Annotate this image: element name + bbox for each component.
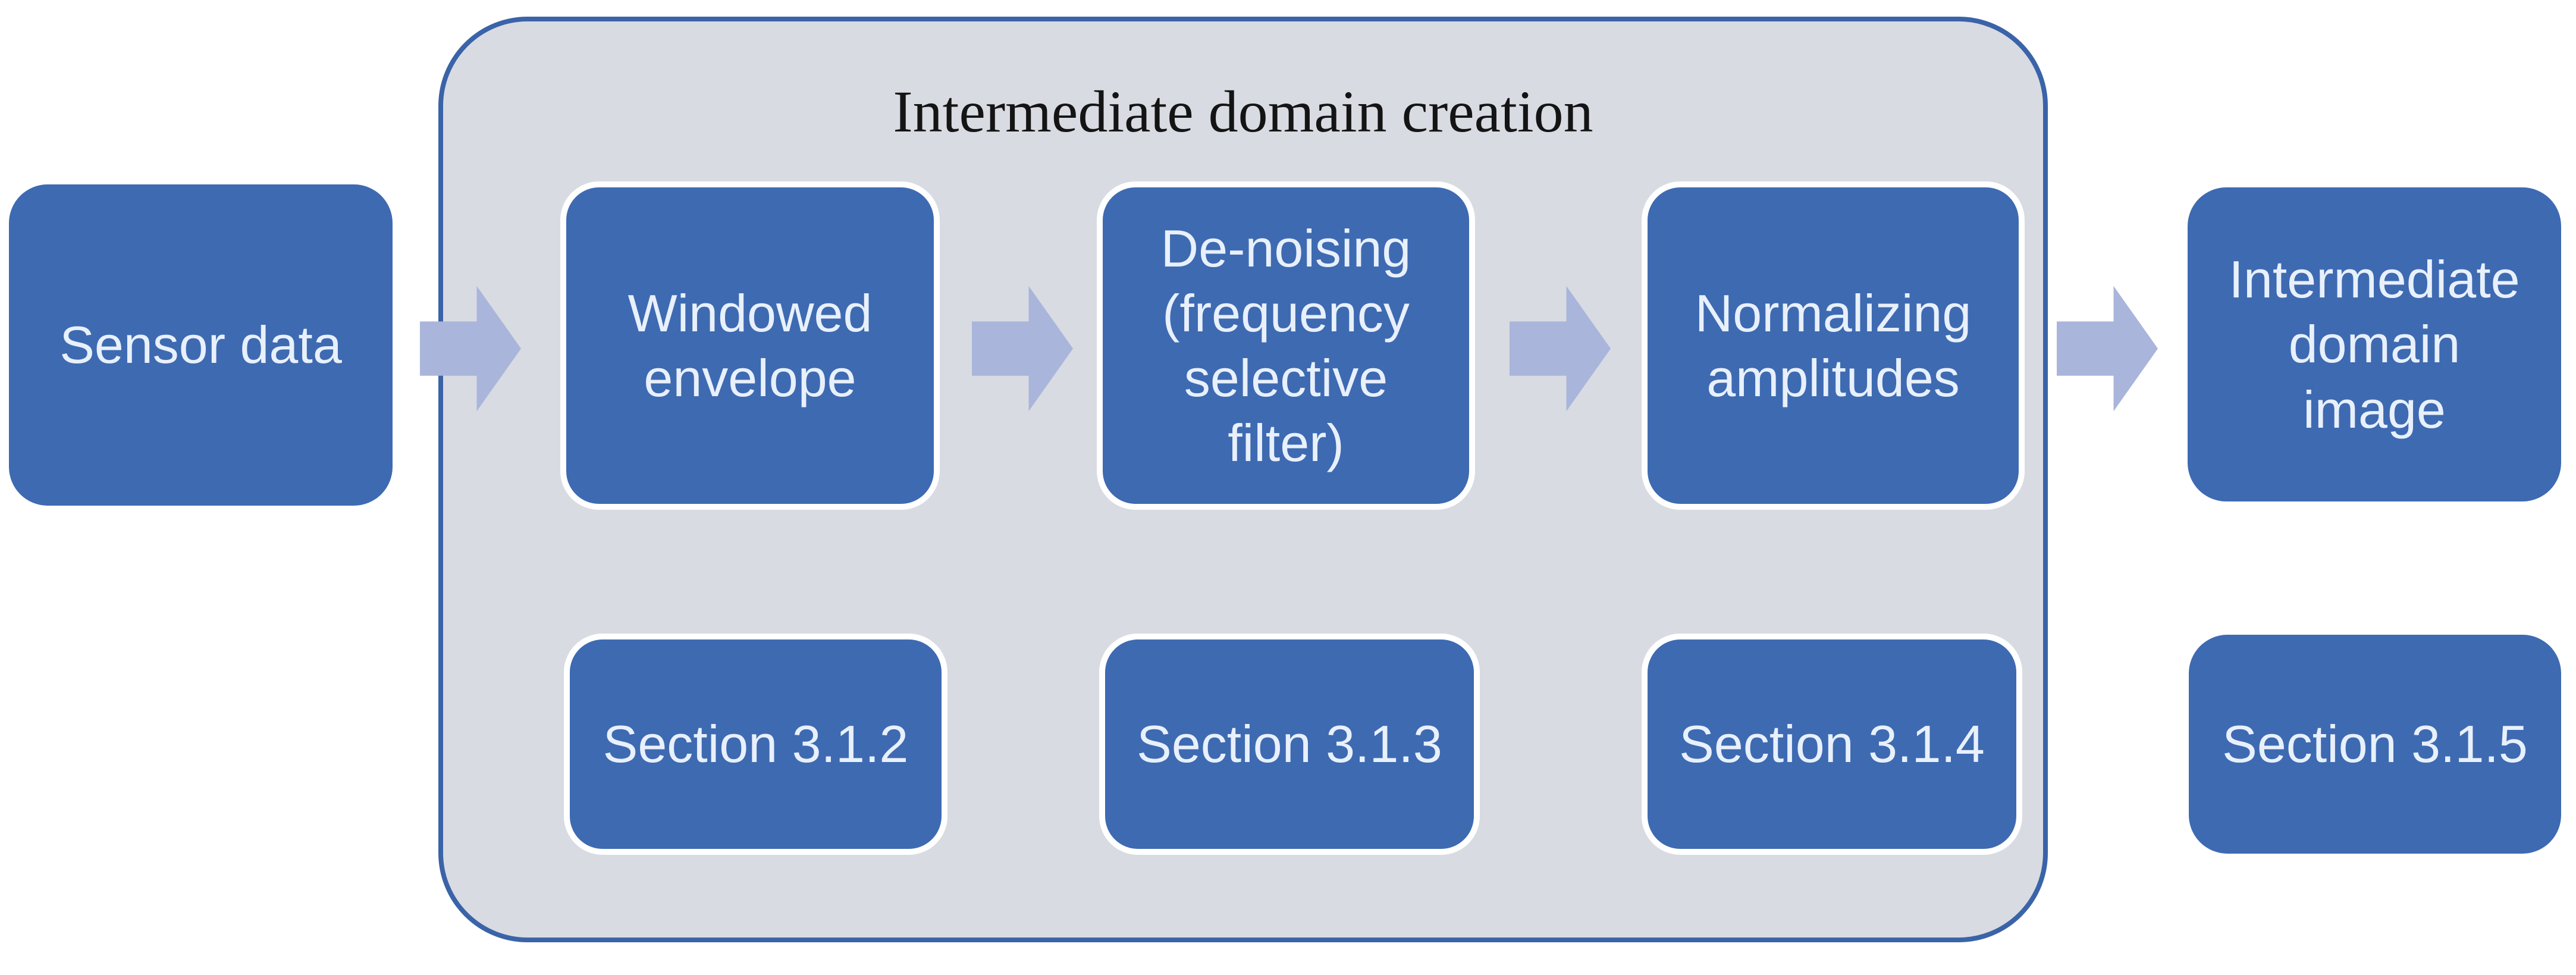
group-title: Intermediate domain creation: [893, 79, 1593, 145]
node-windowed-envelope: Windowed envelope: [560, 181, 940, 510]
node-label: Intermediate domain image: [2229, 250, 2520, 439]
node-normalizing-amplitudes: Normalizing amplitudes: [1642, 181, 2025, 510]
node-de-noising: De-noising (frequency selective filter): [1097, 181, 1475, 510]
node-label: Section 3.1.4: [1679, 714, 1985, 774]
right-arrow-icon: [1510, 286, 1611, 412]
node-section-3-1-4: Section 3.1.4: [1642, 634, 2022, 855]
node-label: De-noising (frequency selective filter): [1160, 218, 1411, 473]
node-intermediate-domain-image: Intermediate domain image: [2188, 187, 2561, 501]
right-arrow-icon: [420, 286, 521, 412]
right-arrow-icon: [2057, 286, 2158, 412]
right-arrow-icon: [972, 286, 1073, 412]
node-label: Sensor data: [59, 315, 342, 375]
node-label: Section 3.1.5: [2222, 714, 2528, 774]
node-label: Normalizing amplitudes: [1695, 283, 1972, 407]
node-section-3-1-3: Section 3.1.3: [1099, 634, 1480, 855]
node-sensor-data: Sensor data: [9, 184, 393, 506]
node-label: Section 3.1.2: [603, 714, 909, 774]
node-label: Windowed envelope: [627, 283, 873, 407]
node-section-3-1-2: Section 3.1.2: [564, 634, 947, 855]
node-section-3-1-5: Section 3.1.5: [2189, 635, 2561, 854]
node-label: Section 3.1.3: [1137, 714, 1442, 774]
